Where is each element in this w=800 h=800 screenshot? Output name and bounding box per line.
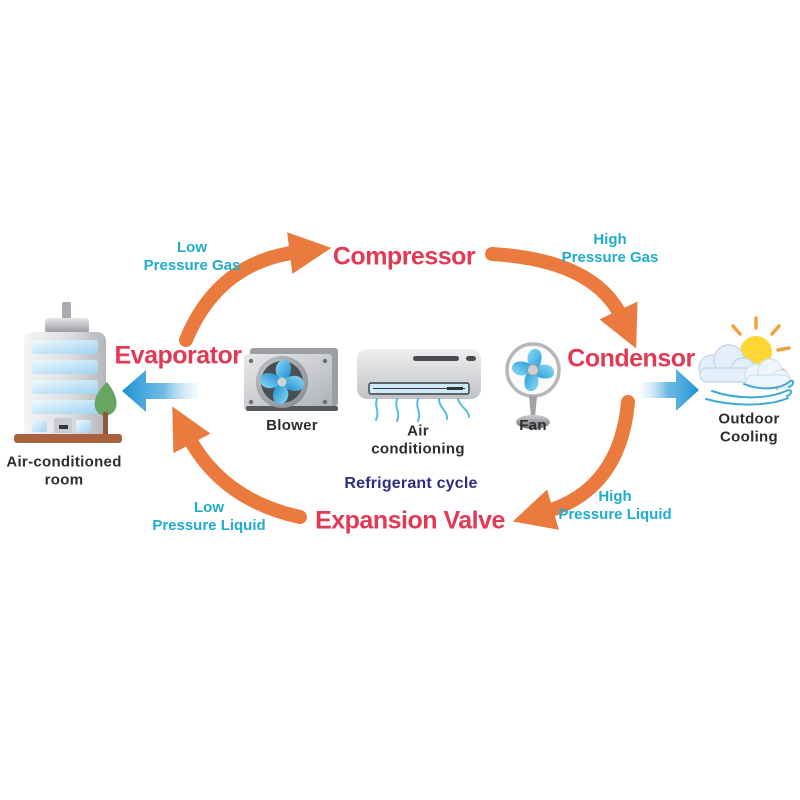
cold-air-arrow-left-icon [122,370,198,412]
sun-clouds-icon [698,316,795,406]
arrow-evaporator-to-compressor [179,232,332,347]
wind-lines [705,379,795,406]
node-expansion-valve: Expansion Valve [315,506,505,535]
label-air-conditioning: Air conditioning [371,422,465,457]
arrow-compressor-to-condensor [485,247,638,349]
label-low-pressure-gas: Low Pressure Gas [143,239,241,274]
label-low-pressure-liquid: Low Pressure Liquid [152,499,266,534]
arrow-condensor-to-expansion-valve [512,395,635,530]
blower-icon [244,348,338,411]
label-fan: Fan [519,417,547,435]
label-outdoor-cooling: Outdoor Cooling [718,410,780,445]
exhaust-air-arrow-right-icon [641,369,699,411]
arrow-expansion-valve-to-evaporator [172,406,307,524]
node-compressor: Compressor [332,242,476,271]
clouds [698,344,791,389]
building-icon [14,302,122,443]
label-blower: Blower [266,417,318,435]
label-high-pressure-gas: High Pressure Gas [561,231,659,266]
node-condensor: Condensor [567,344,695,373]
air-conditioner-icon [357,349,481,422]
fan-icon [505,342,561,429]
diagram-title: Refrigerant cycle [344,475,478,492]
node-evaporator: Evaporator [114,341,242,370]
label-high-pressure-liquid: High Pressure Liquid [558,488,672,523]
label-air-conditioned-room: Air-conditioned room [6,453,122,488]
